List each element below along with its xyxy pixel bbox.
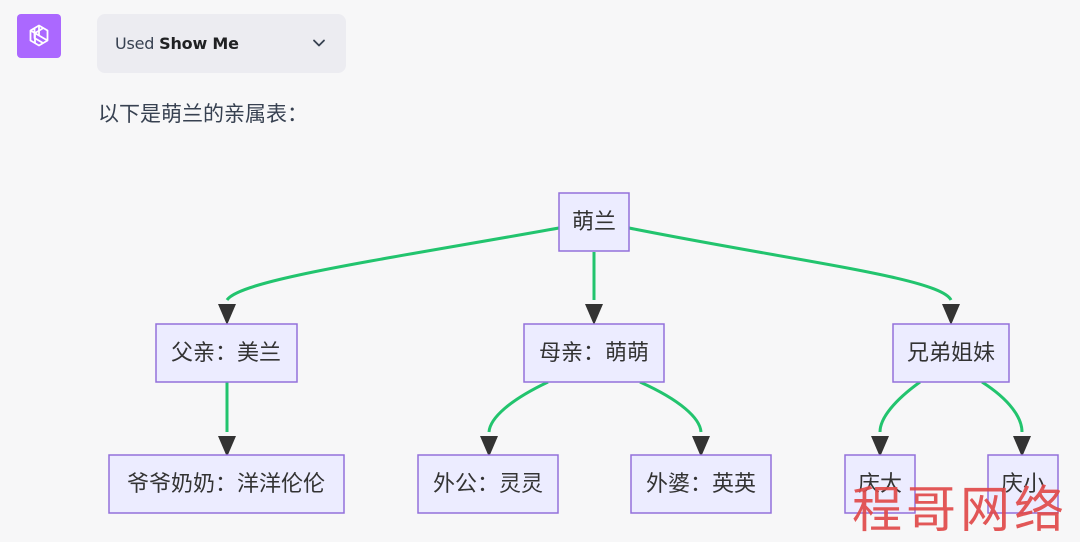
chevron-down-icon[interactable] [310,34,328,52]
watermark-text: 程哥网络 [852,481,1068,539]
edge-root-father [225,226,560,301]
arrowhead [218,304,236,325]
arrowhead [692,436,710,457]
node-grandparents-label: 爷爷奶奶：洋洋伦伦 [127,472,325,497]
node-siblings: 兄弟姐妹 [892,323,1010,383]
edge-mother-grandfather [487,380,549,433]
node-sibling-elder-label: 庆大 [858,472,902,497]
node-maternal-grandmother-label: 外婆：英英 [646,472,756,497]
arrowhead [942,304,960,325]
node-root: 萌兰 [558,192,630,252]
message-intro-text: 以下是萌兰的亲属表： [98,102,308,126]
node-root-label: 萌兰 [572,210,616,235]
openai-logo-icon [29,24,49,47]
arrowhead [218,436,236,457]
node-siblings-label: 兄弟姐妹 [907,341,995,366]
node-father: 父亲：美兰 [155,323,298,383]
node-maternal-grandmother: 外婆：英英 [630,454,772,514]
node-grandparents: 爷爷奶奶：洋洋伦伦 [108,454,345,514]
arrowhead [585,304,603,325]
tool-usage-label: Used Show Me [115,34,239,53]
node-sibling-younger-label: 庆小 [1001,472,1045,497]
tool-usage-toggle[interactable]: Used Show Me [97,14,346,73]
node-mother-label: 母亲：萌萌 [539,341,649,366]
edge-siblings-elder [878,380,921,433]
edge-root-siblings [628,226,953,301]
node-maternal-grandfather-label: 外公：灵灵 [433,472,543,497]
edge-siblings-younger [981,380,1024,433]
arrowhead [1013,436,1031,457]
arrowhead [871,436,889,457]
node-mother: 母亲：萌萌 [523,323,665,383]
node-sibling-elder: 庆大 [844,454,916,514]
node-maternal-grandfather: 外公：灵灵 [417,454,559,514]
assistant-avatar [17,14,61,58]
node-father-label: 父亲：美兰 [171,341,281,366]
edge-mother-grandmother [639,380,703,433]
node-sibling-younger: 庆小 [987,454,1059,514]
arrowhead [480,436,498,457]
